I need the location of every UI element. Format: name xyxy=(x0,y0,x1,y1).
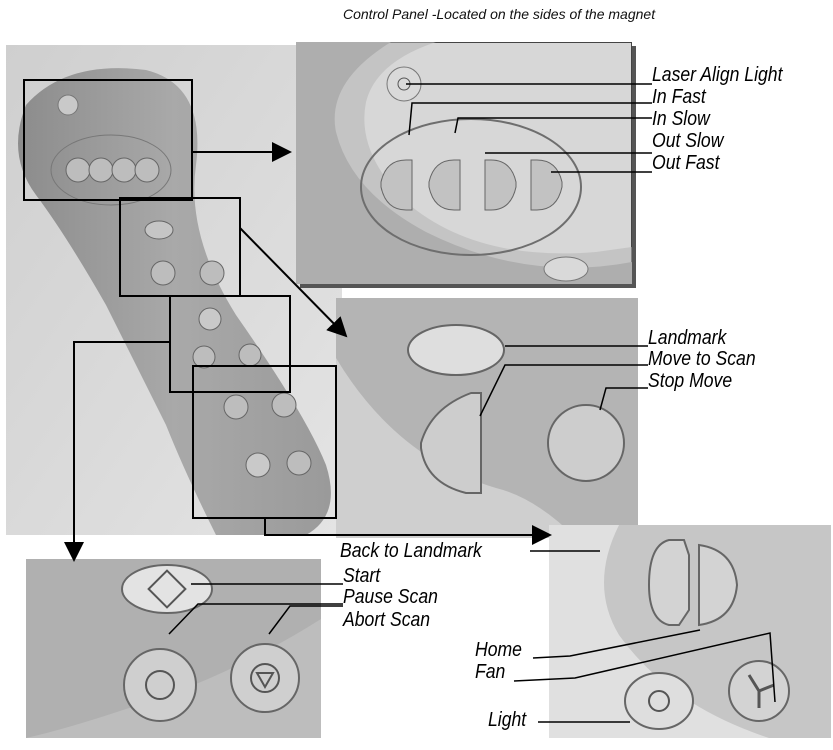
label-start: Start xyxy=(343,566,380,586)
label-pause-scan: Pause Scan xyxy=(343,587,438,607)
label-abort-scan: Abort Scan xyxy=(343,610,430,630)
label-out-slow: Out Slow xyxy=(652,131,723,151)
label-laser-align-light: Laser Align Light xyxy=(652,65,782,85)
label-out-fast: Out Fast xyxy=(652,153,719,173)
label-stop-move: Stop Move xyxy=(648,371,732,391)
arrow-to-landmark xyxy=(240,228,346,336)
label-in-slow: In Slow xyxy=(652,109,710,129)
arrow-to-home xyxy=(265,518,550,535)
highlight-box-home xyxy=(193,366,336,518)
label-back-to-landmark: Back to Landmark xyxy=(340,541,482,561)
label-landmark: Landmark xyxy=(648,328,726,348)
label-in-fast: In Fast xyxy=(652,87,706,107)
label-home: Home xyxy=(475,640,522,660)
label-fan: Fan xyxy=(475,662,505,682)
label-move-to-scan: Move to Scan xyxy=(648,349,756,369)
highlight-box-direction xyxy=(24,80,192,200)
highlight-box-scan xyxy=(170,296,290,392)
arrow-to-scan xyxy=(74,342,170,560)
label-light: Light xyxy=(488,710,526,730)
highlight-box-landmark xyxy=(120,198,240,296)
